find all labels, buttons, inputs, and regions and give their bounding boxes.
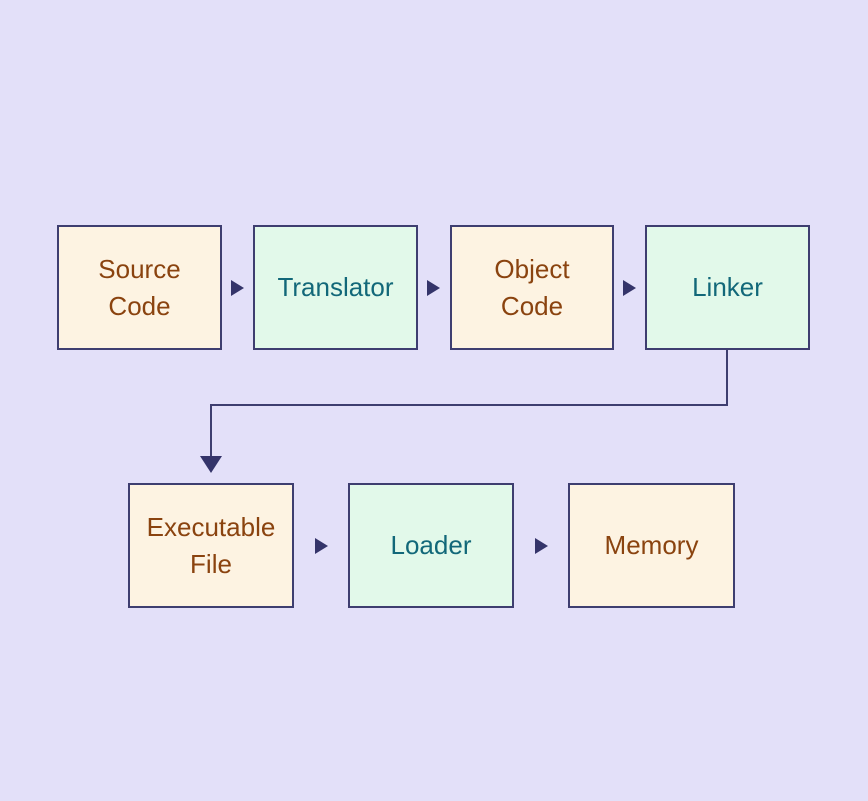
- node-source-code-label: Source Code: [98, 253, 181, 321]
- node-loader-label: Loader: [390, 530, 472, 560]
- node-object-code: Object Code: [450, 225, 614, 350]
- arrow-down-icon: [200, 456, 222, 473]
- node-memory: Memory: [568, 483, 735, 608]
- node-executable-file-label: Executable File: [146, 511, 276, 579]
- arrow-right-icon: [427, 280, 440, 296]
- node-executable-file: Executable File: [128, 483, 294, 608]
- node-translator-label: Translator: [277, 272, 394, 302]
- connector-linker-vertical-segment: [726, 350, 728, 406]
- node-linker-label: Linker: [692, 272, 763, 302]
- node-memory-label: Memory: [604, 530, 699, 560]
- arrow-right-icon: [623, 280, 636, 296]
- node-object-code-label: Object Code: [494, 253, 570, 321]
- connector-executable-vertical-segment: [210, 404, 212, 458]
- node-source-code: Source Code: [57, 225, 222, 350]
- connector-horizontal-segment: [210, 404, 728, 406]
- arrow-right-icon: [535, 538, 548, 554]
- node-linker: Linker: [645, 225, 810, 350]
- arrow-right-icon: [231, 280, 244, 296]
- arrow-right-icon: [315, 538, 328, 554]
- node-translator: Translator: [253, 225, 418, 350]
- node-loader: Loader: [348, 483, 514, 608]
